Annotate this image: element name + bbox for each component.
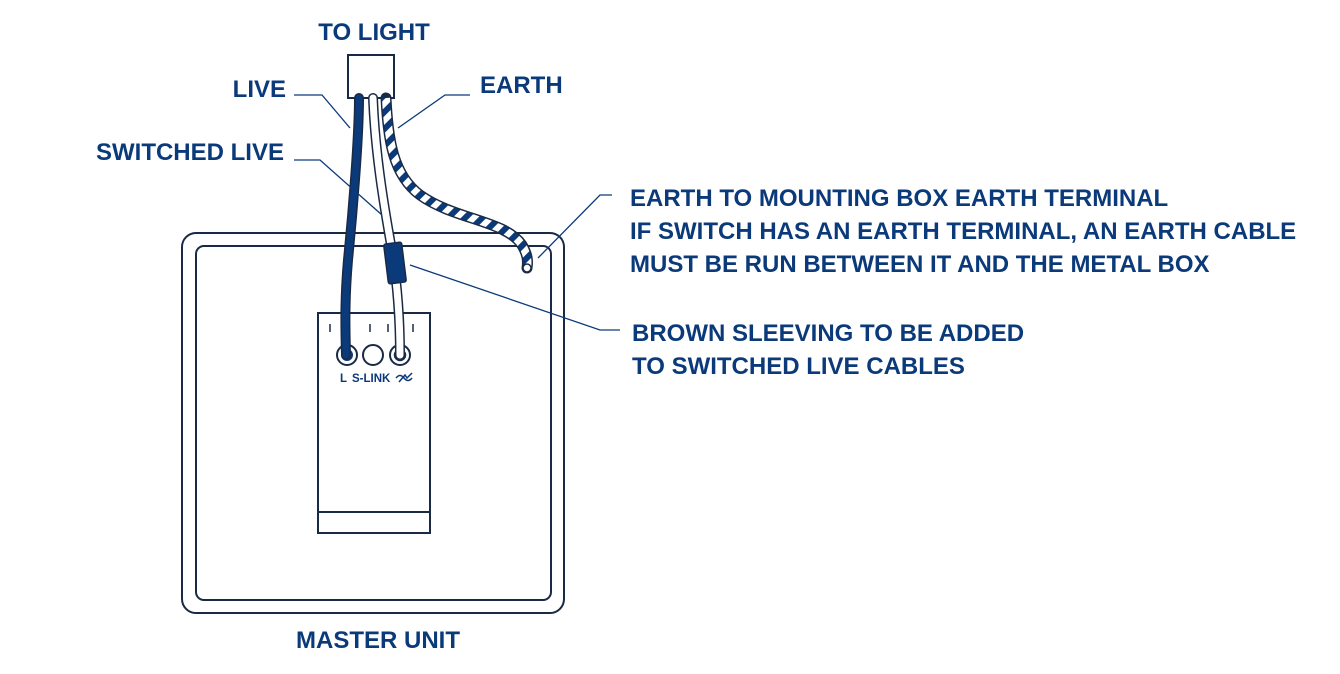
switched-live-symbol-icon bbox=[395, 372, 413, 383]
leader-lines bbox=[294, 94, 620, 331]
leader-sleeving bbox=[409, 264, 620, 331]
sleeve-note-line-2: TO SWITCHED LIVE CABLES bbox=[632, 353, 965, 380]
leader-earth-terminal bbox=[537, 194, 612, 259]
module-notches bbox=[329, 324, 414, 332]
leader-switched-live bbox=[294, 159, 383, 216]
earth-note-line-1: EARTH TO MOUNTING BOX EARTH TERMINAL bbox=[630, 185, 1168, 212]
earth-note-line-2: IF SWITCH HAS AN EARTH TERMINAL, AN EART… bbox=[630, 218, 1296, 245]
label-earth: EARTH bbox=[480, 72, 563, 99]
earth-terminal-note: EARTH TO MOUNTING BOX EARTH TERMINAL IF … bbox=[630, 185, 1296, 278]
terminal-label-s-link: S-LINK bbox=[352, 373, 391, 385]
leader-earth bbox=[397, 94, 470, 129]
sleeving-note: BROWN SLEEVING TO BE ADDED TO SWITCHED L… bbox=[632, 320, 1024, 380]
brown-sleeving bbox=[383, 241, 407, 285]
label-switched-live: SWITCHED LIVE bbox=[96, 139, 284, 166]
earth-note-line-3: MUST BE RUN BETWEEN IT AND THE METAL BOX bbox=[630, 251, 1210, 278]
switch-module: L S-LINK bbox=[317, 312, 431, 534]
label-master-unit: MASTER UNIT bbox=[296, 627, 460, 654]
earth-wire bbox=[380, 92, 533, 274]
terminal-s-link bbox=[362, 344, 384, 366]
label-to-light: TO LIGHT bbox=[318, 19, 430, 46]
terminal-label-l: L bbox=[340, 373, 347, 385]
leader-live bbox=[294, 94, 351, 129]
live-wire bbox=[340, 93, 364, 360]
light-connector bbox=[347, 54, 395, 99]
label-live: LIVE bbox=[233, 76, 286, 103]
sleeve-note-line-1: BROWN SLEEVING TO BE ADDED bbox=[632, 320, 1024, 347]
